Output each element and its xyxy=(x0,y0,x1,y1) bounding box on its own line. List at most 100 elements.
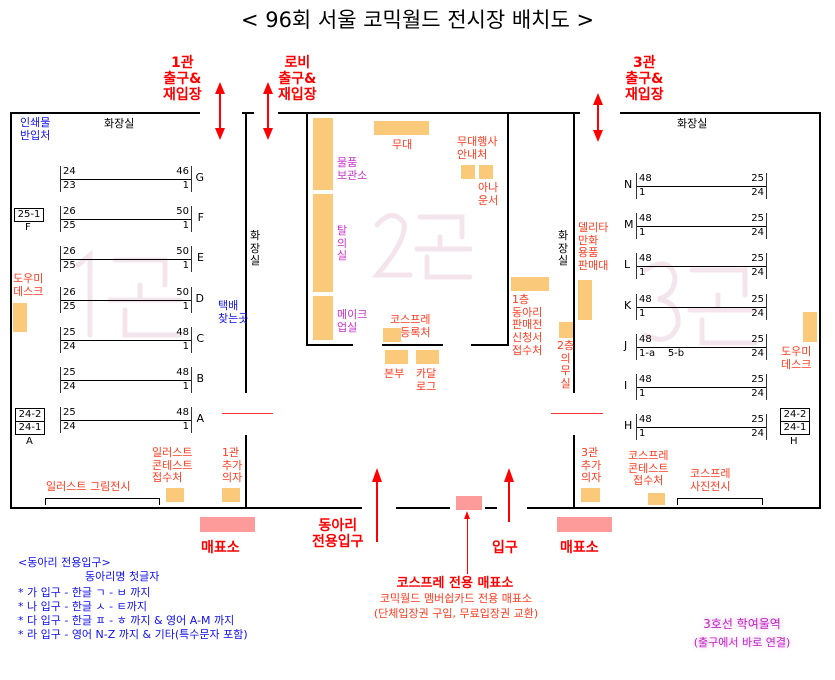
booth-start-top: 48 xyxy=(639,374,652,385)
cosplay-contest-desk xyxy=(648,493,665,505)
booth-end-bottom: 24 xyxy=(751,307,764,319)
second-floor-medical-desk xyxy=(559,322,573,338)
legend-title: <동아리 전용입구> xyxy=(18,556,111,569)
headquarters-label: 본부 xyxy=(384,367,405,380)
headquarters-desk xyxy=(385,350,408,364)
booth-start-top: 48 xyxy=(639,173,652,184)
legend-item: * 다 입구 - 한글 ㅍ - ㅎ 까지 & 영어 A-M 까지 xyxy=(18,614,235,627)
cosplay-ticket-note: (단체입장권 구입, 무료입장권 교환) xyxy=(373,607,539,620)
row-letter: B xyxy=(196,372,204,385)
booth-end-top: 48 xyxy=(176,407,189,419)
illust-exhibit-label: 일러스트 그림전시 xyxy=(46,480,131,493)
booth-end-bottom: 1 xyxy=(182,220,189,232)
booth-start-bottom: 1 xyxy=(639,388,646,399)
changing-room-label: 탈 의 실 xyxy=(337,224,348,263)
hall1-helper-desk xyxy=(13,303,27,332)
booth-end-bottom: 24 xyxy=(751,347,764,359)
cosplay-ticket-subtitle: 코믹월드 멤버쉽카드 전용 매표소 xyxy=(379,592,533,605)
booth-end-top: 50 xyxy=(176,246,189,258)
hall2-watermark xyxy=(372,213,472,280)
hall1-toilet-label: 화장실 xyxy=(104,117,135,130)
booth-start-top: 26 xyxy=(63,206,76,218)
cosplay-contest-label: 코스프레 콘테스트 접수처 xyxy=(628,449,669,488)
booth-end-bottom: 24 xyxy=(751,187,764,198)
legend-list: * 가 입구 - 한글 ㄱ - ㅂ 까지 * 나 입구 - 한글 ㅅ - ㅌ까지… xyxy=(18,586,398,642)
hall1-exit-label: 1관 출구& 재입장 xyxy=(163,55,202,104)
booth-end-bottom: 24 xyxy=(751,428,764,440)
booth-start-top: 25 xyxy=(63,367,76,378)
booth-box-f-label: F xyxy=(25,222,31,233)
hall3-extra-chairs xyxy=(581,488,600,502)
station-note: (출구에서 바로 연결) xyxy=(693,636,791,649)
booth-end-top: 50 xyxy=(176,286,189,298)
hall3-exit-label: 3관 출구& 재입장 xyxy=(625,55,664,104)
cosplay-ticket-title: 코스프레 전용 매표소 xyxy=(396,576,514,591)
cosplay-registration-desk xyxy=(383,328,401,342)
booth-start-bottom: 25 xyxy=(63,260,76,272)
booth-end-bottom: 1 xyxy=(182,381,189,392)
illust-contest-label: 일러스트 콘테스트 접수처 xyxy=(152,446,193,485)
booth-start-top: 26 xyxy=(63,246,76,258)
booth-end-bottom: 1 xyxy=(182,180,189,191)
row-letter: G xyxy=(195,171,204,184)
booth-box-24-1: 24-1 xyxy=(780,421,810,435)
legend-item: * 라 입구 - 영어 N-Z 까지 & 기타(특수문자 포함) xyxy=(18,628,248,641)
illust-contest-desk xyxy=(166,488,184,502)
catalog-label: 카달 로그 xyxy=(416,367,437,393)
booth-end-top: 48 xyxy=(176,326,189,338)
cosplay-photo-label: 코스프레 사진전시 xyxy=(690,467,731,493)
delta-shop-desk xyxy=(578,280,592,320)
booth-end-top: 25 xyxy=(751,374,764,385)
booth-start-bottom: 1 xyxy=(639,307,646,319)
parcel-pickup-label: 택배 찾는곳 xyxy=(218,299,249,325)
delta-shop-label: 델리타 만화 용품 판매대 xyxy=(578,221,609,272)
booth-box-h-label: H xyxy=(790,436,798,447)
changing-room xyxy=(313,194,333,292)
booth-box-25-1: 25-1 xyxy=(14,208,44,222)
hall1-helper-desk-label: 도우미 데스크 xyxy=(13,272,44,298)
station-name: 3호선 학여울역 xyxy=(703,617,781,631)
ticket-booth-left xyxy=(200,517,255,532)
booth-start-top: 48 xyxy=(639,213,652,225)
entrance-label: 입구 xyxy=(492,540,518,556)
row-letter: D xyxy=(195,291,204,305)
stage-label: 무대 xyxy=(392,138,413,151)
hall3-extra-chairs-label: 3관 추가 의자 xyxy=(581,446,602,485)
row-letter: N xyxy=(624,178,633,191)
second-floor-medical-label: 2층 의 무 실 xyxy=(557,339,575,390)
hall1-extra-chairs-label: 1관 추가 의자 xyxy=(222,446,243,485)
booth-box-24-2: 24-2 xyxy=(15,408,45,422)
row-letter: C xyxy=(196,331,204,345)
booth-start-bottom: 24 xyxy=(63,421,76,433)
booth-start-bottom: 25 xyxy=(63,300,76,312)
booth-start-bottom: 1-a 5-b xyxy=(639,347,685,359)
row-letter: K xyxy=(624,298,632,312)
row-letter: A xyxy=(196,412,204,426)
illust-exhibit-area xyxy=(45,498,160,505)
booth-end-top: 25 xyxy=(751,253,764,265)
row-letter: J xyxy=(624,338,628,352)
row-letter: L xyxy=(624,258,631,272)
booth-end-top: 25 xyxy=(751,414,764,426)
booth-start-top: 48 xyxy=(639,253,652,265)
booth-end-top: 48 xyxy=(176,367,189,378)
lobby-exit-label: 로비 출구& 재입장 xyxy=(278,55,317,104)
double-arrow-icon xyxy=(222,413,273,414)
booth-box-a-label: A xyxy=(26,436,33,447)
row-letter: M xyxy=(624,218,634,232)
ticket-booth-right xyxy=(557,517,612,532)
print-entry-label: 인쇄물 반입처 xyxy=(20,116,51,142)
announcer-desk xyxy=(479,165,493,179)
storage-area xyxy=(313,118,333,190)
club-entrance-label: 동아리 전용입구 xyxy=(312,518,364,551)
